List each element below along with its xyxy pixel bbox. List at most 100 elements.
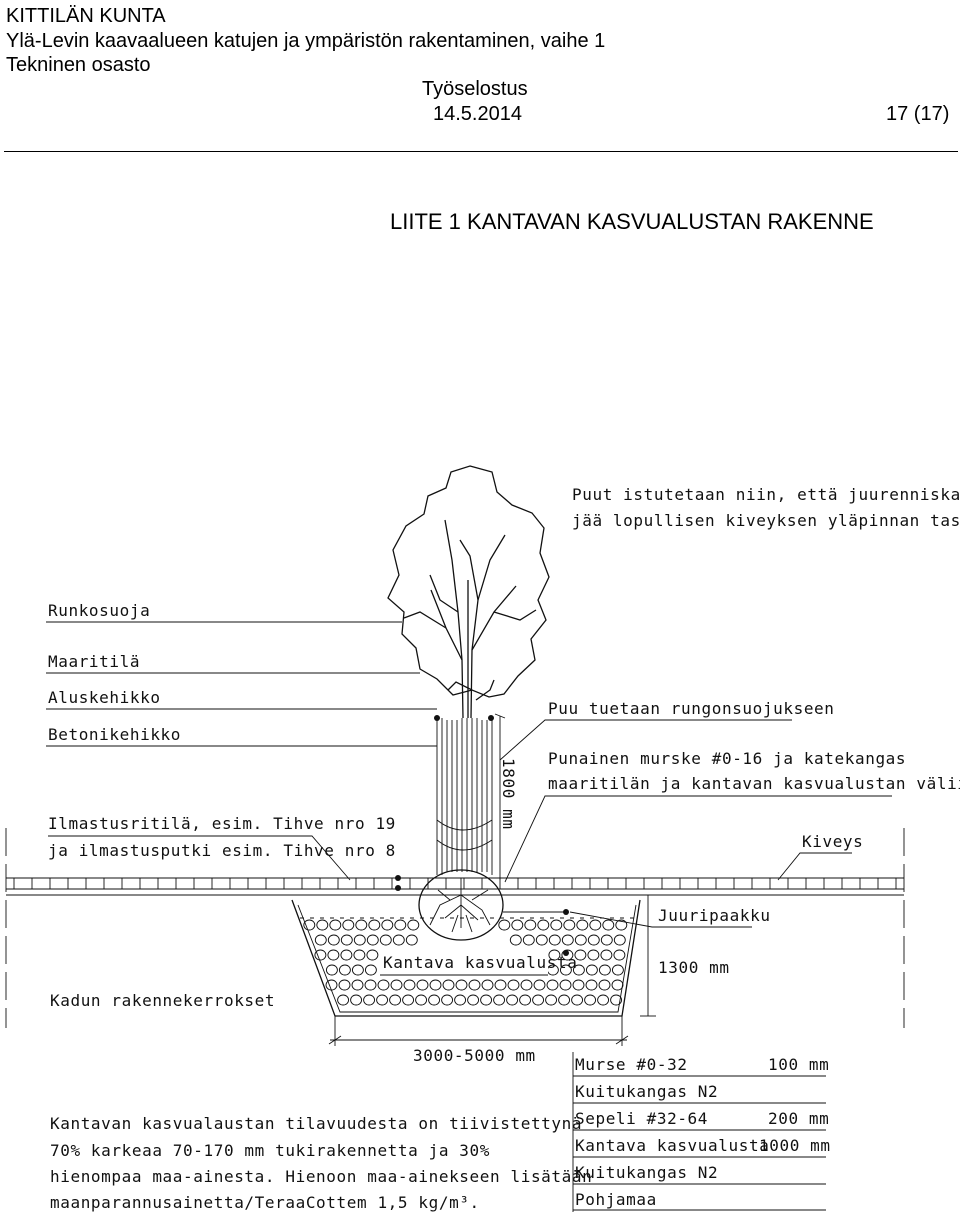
stone	[587, 934, 600, 946]
label-gravel-1: Punainen murske #0-16 ja katekangas	[548, 749, 906, 768]
stone	[615, 919, 628, 931]
stone	[366, 949, 379, 961]
label-sub-frame: Aluskehikko	[48, 688, 161, 707]
stone	[366, 934, 379, 946]
stone	[337, 994, 350, 1006]
stone	[364, 964, 377, 976]
stone	[613, 949, 626, 961]
appendix-title: LIITE 1 KANTAVAN KASVUALUSTAN RAKENNE	[390, 209, 874, 234]
stone	[507, 979, 520, 991]
label-width-dimension: 3000-5000 mm	[413, 1046, 536, 1065]
stone	[351, 964, 364, 976]
stone	[402, 994, 415, 1006]
stone	[613, 934, 626, 946]
stone	[394, 919, 407, 931]
stone	[598, 979, 611, 991]
stone	[548, 949, 561, 961]
stone	[428, 994, 441, 1006]
stone	[506, 994, 519, 1006]
stone	[597, 994, 610, 1006]
stone	[559, 964, 572, 976]
layer-3-thickness: 200 mm	[768, 1109, 829, 1128]
stone	[611, 964, 624, 976]
stone	[589, 919, 602, 931]
label-depth-dimension: 1300 mm	[658, 958, 730, 977]
layer-4-name: Kantava kasvualusta	[575, 1136, 769, 1155]
header-date: 14.5.2014	[433, 103, 522, 125]
depth-dimension	[640, 895, 656, 1017]
label-street-layers: Kadun rakennekerrokset	[50, 991, 275, 1010]
stone	[327, 949, 340, 961]
root-ball	[418, 869, 504, 941]
layer-2-name: Kuitukangas N2	[575, 1082, 718, 1101]
stone	[563, 919, 576, 931]
stone	[314, 934, 327, 946]
stone	[314, 949, 327, 961]
stone	[546, 979, 559, 991]
description-line-4: maanparannusainetta/TeraaCottem 1,5 kg/m…	[50, 1193, 480, 1212]
top-note-line-1: Puut istutetaan niin, että juurenniska	[572, 485, 960, 504]
stone	[611, 979, 624, 991]
layer-3-name: Sepeli #32-64	[575, 1109, 708, 1128]
stone	[364, 979, 377, 991]
stone	[441, 994, 454, 1006]
label-paving: Kiveys	[802, 832, 863, 851]
stone	[509, 934, 522, 946]
stone	[442, 979, 455, 991]
stone	[585, 979, 598, 991]
stone	[524, 919, 537, 931]
leader-aeration	[48, 835, 351, 881]
stone	[600, 934, 613, 946]
stone	[559, 979, 572, 991]
height-dimension-label: 1800 mm	[499, 758, 518, 830]
header-project: Ylä-Levin kaavaalueen katujen ja ympäris…	[6, 30, 606, 52]
stone	[325, 964, 338, 976]
label-support: Puu tuetaan rungonsuojukseen	[548, 699, 835, 718]
stone	[454, 994, 467, 1006]
stone	[511, 919, 524, 931]
stone	[379, 934, 392, 946]
layer-4-thickness: 1000 mm	[759, 1136, 831, 1155]
stone	[416, 979, 429, 991]
stone	[558, 994, 571, 1006]
stone	[325, 979, 338, 991]
leader-gravel	[504, 795, 892, 883]
stone	[381, 919, 394, 931]
header-page-number: 17 (17)	[886, 103, 950, 125]
description-line-1: Kantavan kasvualaustan tilavuudesta on t…	[50, 1114, 582, 1133]
header-rule	[4, 151, 958, 152]
stone	[535, 934, 548, 946]
stone	[533, 979, 546, 991]
stone	[532, 994, 545, 1006]
stone	[467, 994, 480, 1006]
stone	[392, 934, 405, 946]
stone	[468, 979, 481, 991]
stone	[574, 934, 587, 946]
layer-6-name: Pohjamaa	[575, 1190, 657, 1209]
stone	[455, 979, 468, 991]
stone	[351, 979, 364, 991]
stone	[520, 979, 533, 991]
width-dimension	[328, 1016, 629, 1046]
description-line-2: 70% karkeaa 70-170 mm tukirakennetta ja …	[50, 1141, 490, 1160]
stone	[340, 934, 353, 946]
stone	[587, 949, 600, 961]
label-gravel-2: maaritilän ja kantavan kasvualustan väli…	[548, 774, 960, 793]
stone	[610, 994, 623, 1006]
stone	[537, 919, 550, 931]
stone	[600, 949, 613, 961]
layer-1-name: Murse #0-32	[575, 1055, 688, 1074]
layer-table: Murse #0-32 100 mm Kuitukangas N2 Sepeli…	[572, 1052, 831, 1212]
layer-5-name: Kuitukangas N2	[575, 1163, 718, 1182]
stone	[377, 979, 390, 991]
stone	[342, 919, 355, 931]
paving-surface	[6, 877, 904, 896]
load-bearing-stones	[303, 919, 628, 1006]
stone	[585, 964, 598, 976]
stone	[572, 964, 585, 976]
section-edges	[5, 828, 905, 1028]
stone	[329, 919, 342, 931]
leader-root-pack	[569, 911, 752, 928]
header-doc-type: Työselostus	[422, 78, 528, 100]
